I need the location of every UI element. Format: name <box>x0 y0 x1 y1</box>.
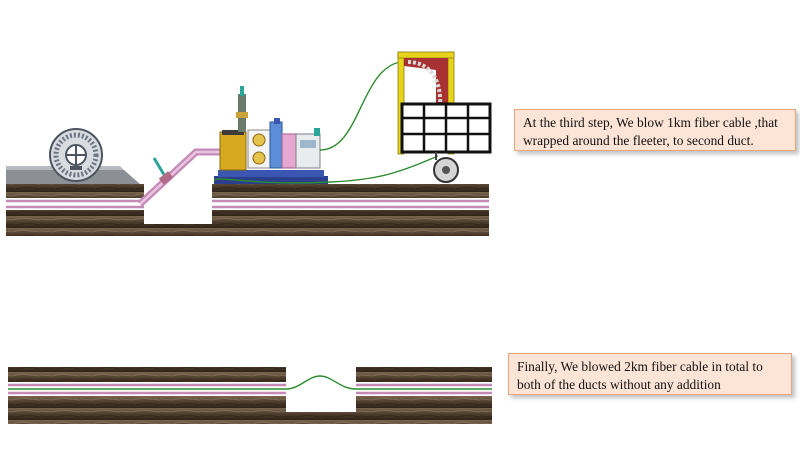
third-step-note: At the third step, We blow 1km fiber cab… <box>514 109 796 151</box>
ground-top-right <box>212 184 489 236</box>
ground-bottom-left <box>8 367 286 424</box>
fleeter-cart <box>397 51 492 183</box>
duct-top <box>6 148 489 210</box>
final-step-note: Finally, We blowed 2km fiber cable in to… <box>508 353 792 395</box>
blowing-machine <box>214 86 328 184</box>
ground-bottom-trench <box>286 412 356 424</box>
ground-top-left <box>6 184 144 236</box>
ground-top-trench <box>144 224 212 236</box>
duct-clamp <box>152 157 174 185</box>
fiber-cable-top <box>213 61 439 184</box>
bottom-scene <box>8 367 492 424</box>
ground-bottom-right <box>356 367 492 424</box>
top-scene <box>6 51 492 236</box>
fiber-spool <box>6 128 140 184</box>
fiber-cable-bottom <box>8 375 492 390</box>
duct-bottom <box>8 383 492 395</box>
